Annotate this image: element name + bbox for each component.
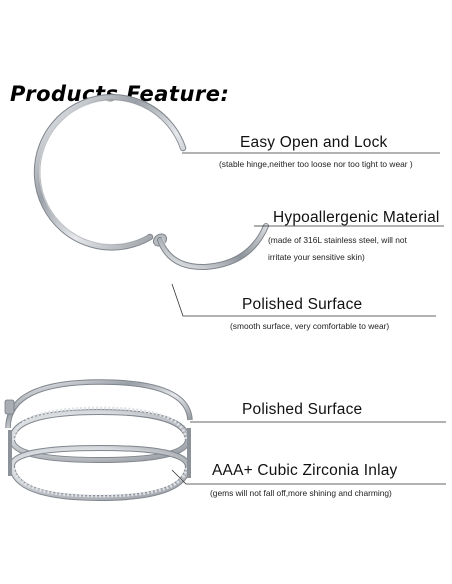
- feature-title-zirconia-inlay: AAA+ Cubic Zirconia Inlay: [212, 462, 398, 479]
- feature-title-polished-surface-1: Polished Surface: [242, 296, 363, 313]
- feature-note-polished-surface-1: (smooth surface, very comfortable to wea…: [230, 318, 389, 335]
- double-row-gem-ring-illustration: [4, 379, 193, 502]
- open-hinged-ring-illustration: [33, 94, 269, 271]
- feature-note-line: (gems will not fall off,more shining and…: [210, 488, 392, 498]
- feature-note-easy-open: (stable hinge,neither too loose nor too …: [219, 156, 413, 173]
- feature-title-hypoallergenic: Hypoallergenic Material: [273, 209, 440, 226]
- leader-lines: [171, 152, 446, 485]
- feature-note-line: (smooth surface, very comfortable to wea…: [230, 321, 390, 331]
- feature-note-line: irritate your sensitive skin): [268, 252, 365, 262]
- leader-line-zirconia: [171, 469, 446, 485]
- feature-note-line: (stable hinge,neither too loose nor too …: [219, 159, 413, 169]
- feature-note-zirconia-inlay: (gems will not fall off,more shining and…: [210, 485, 392, 502]
- page-heading: Products Feature:: [10, 82, 230, 106]
- feature-title-easy-open: Easy Open and Lock: [240, 134, 388, 151]
- feature-note-hypoallergenic: (made of 316L stainless steel, will not …: [268, 232, 407, 266]
- feature-note-line: (made of 316L stainless steel, will not: [268, 235, 407, 245]
- feature-title-polished-surface-2: Polished Surface: [242, 401, 363, 418]
- leader-line-polished-1: [171, 283, 436, 317]
